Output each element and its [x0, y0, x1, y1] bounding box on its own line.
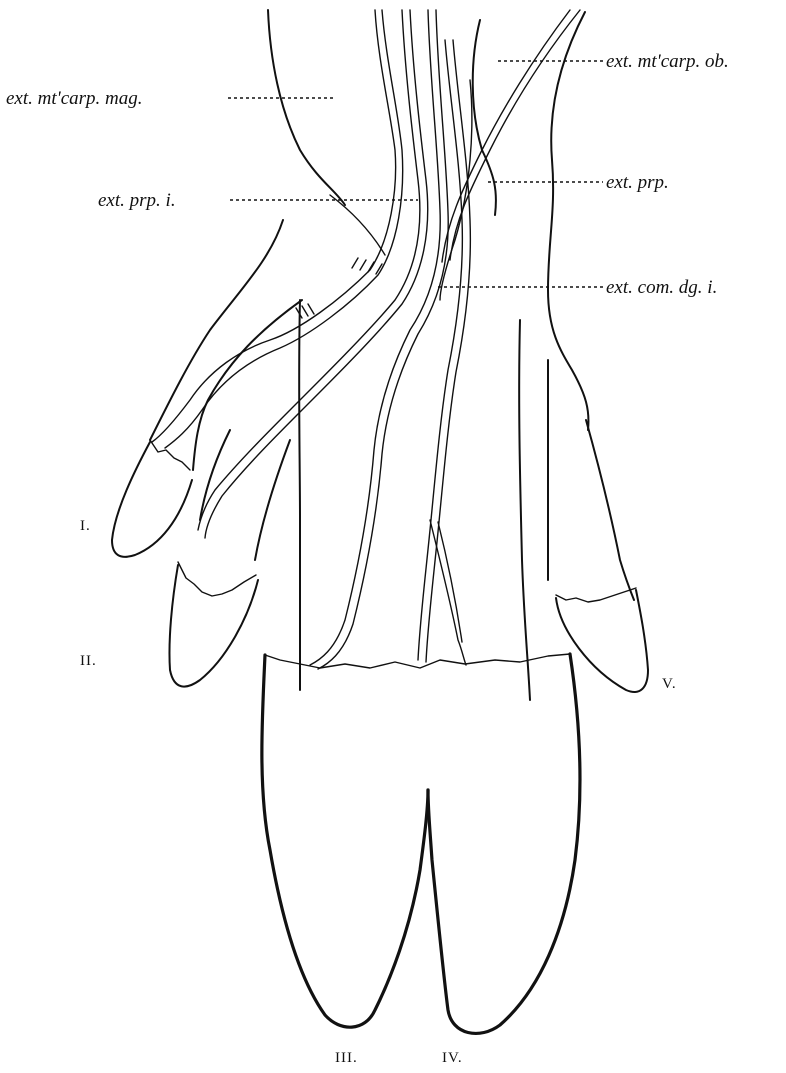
- digit-i: [112, 220, 302, 557]
- label-ext-prp-i: ext. prp. i.: [98, 190, 176, 211]
- digit-label-ii: II.: [80, 653, 97, 669]
- label-ext-mtcarp-mag: ext. mt'carp. mag.: [6, 88, 143, 109]
- digit-numerals: I. II. III. IV. V.: [80, 518, 677, 1066]
- digit-label-iv: IV.: [442, 1050, 463, 1066]
- digit-label-v: V.: [662, 676, 677, 692]
- label-ext-mtcarp-ob: ext. mt'carp. ob.: [606, 51, 729, 72]
- digit-label-i: I.: [80, 518, 91, 534]
- tendons: [152, 10, 580, 669]
- hoof-iii-iv: [262, 654, 580, 1033]
- digit-v: [548, 360, 648, 692]
- main-digits-shaft: [299, 300, 530, 700]
- annotation-labels: ext. mt'carp. ob. ext. mt'carp. mag. ext…: [6, 51, 729, 298]
- label-ext-com-dg-i: ext. com. dg. i.: [606, 277, 717, 298]
- digit-label-iii: III.: [335, 1050, 358, 1066]
- carpal-muscle-bundle: [296, 195, 385, 318]
- label-ext-prp: ext. prp.: [606, 172, 669, 193]
